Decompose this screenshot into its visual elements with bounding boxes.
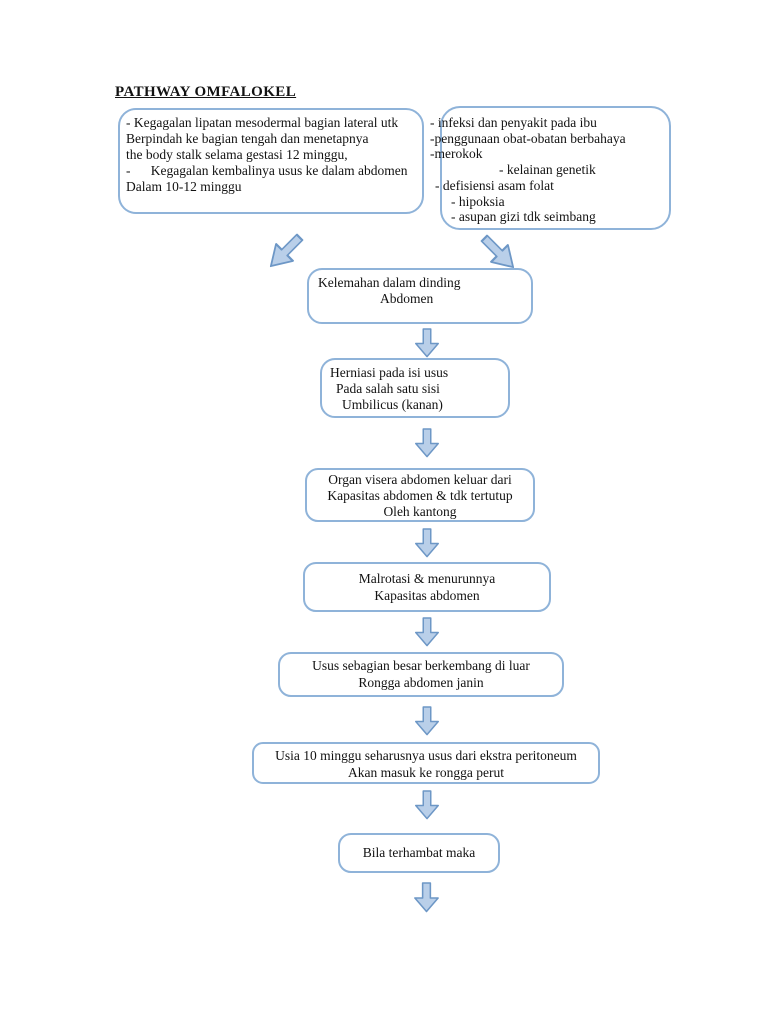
flow-box-kelemahan: Kelemahan dalam dinding Abdomen (307, 268, 533, 324)
flow-box-line: Organ visera abdomen keluar dari (328, 472, 512, 487)
merge-arrow-left-icon (261, 227, 310, 276)
down-arrow-icon (414, 882, 439, 913)
cause-line: Dalam 10-12 minggu (126, 179, 242, 194)
cause-line: - defisiensi asam folat (435, 177, 554, 193)
flow-box-herniasi: Herniasi pada isi usus Pada salah satu s… (320, 358, 510, 418)
flow-box-line: Pada salah satu sisi (336, 381, 440, 396)
cause-line: - Kegagalan lipatan mesodermal bagian la… (126, 115, 399, 130)
down-arrow-icon (415, 706, 439, 736)
flow-box-line: Malrotasi & menurunnya (358, 571, 496, 586)
flow-box-line: Usus sebagian besar berkembang di luar (312, 658, 530, 673)
flow-box-usus-berkembang: Usus sebagian besar berkembang di luar R… (278, 652, 564, 697)
flow-box-line: Oleh kantong (383, 504, 457, 519)
cause-line: - asupan gizi tdk seimbang (451, 209, 596, 225)
cause-line: the body stalk selama gestasi 12 minggu, (126, 147, 348, 162)
cause-line: -penggunaan obat-obatan berbahaya (430, 130, 626, 146)
cause-line: - Kegagalan kembalinya usus ke dalam abd… (126, 163, 408, 178)
cause-box-maternal-risk: - infeksi dan penyakit pada ibu -penggun… (430, 106, 671, 230)
flow-box-line: Usia 10 minggu seharusnya usus dari ekst… (275, 748, 577, 763)
flow-box-line: Akan masuk ke rongga perut (348, 765, 504, 780)
flow-box-bila-terhambat: Bila terhambat maka (338, 833, 500, 873)
flow-box-line: Herniasi pada isi usus (330, 365, 449, 380)
cause-line: - hipoksia (451, 193, 505, 209)
flow-box-line: Bila terhambat maka (362, 845, 476, 860)
flow-box-usia-10-minggu: Usia 10 minggu seharusnya usus dari ekst… (252, 742, 600, 784)
down-arrow-icon (415, 328, 439, 358)
down-arrow-icon (415, 617, 439, 647)
cause-line: -merokok (430, 146, 483, 162)
flow-box-organ-visera: Organ visera abdomen keluar dari Kapasit… (305, 468, 535, 522)
flow-box-line: Kelemahan dalam dinding (318, 275, 461, 290)
cause-box-embryology: - Kegagalan lipatan mesodermal bagian la… (118, 108, 424, 214)
cause-line: Berpindah ke bagian tengah dan menetapny… (126, 131, 369, 146)
down-arrow-icon (415, 428, 439, 458)
flow-box-line: Rongga abdomen janin (358, 675, 484, 690)
flow-box-line: Umbilicus (kanan) (342, 397, 443, 412)
cause-line: - infeksi dan penyakit pada ibu (430, 115, 597, 130)
flow-box-malrotasi: Malrotasi & menurunnya Kapasitas abdomen (303, 562, 551, 612)
flow-box-line: Kapasitas abdomen & tdk tertutup (327, 488, 513, 503)
flow-box-line: Abdomen (380, 291, 434, 306)
page-title: PATHWAY OMFALOKEL (115, 84, 297, 100)
flow-box-line: Kapasitas abdomen (374, 588, 480, 603)
down-arrow-icon (415, 528, 439, 558)
down-arrow-icon (415, 790, 439, 820)
cause-line: - kelainan genetik (499, 162, 596, 178)
